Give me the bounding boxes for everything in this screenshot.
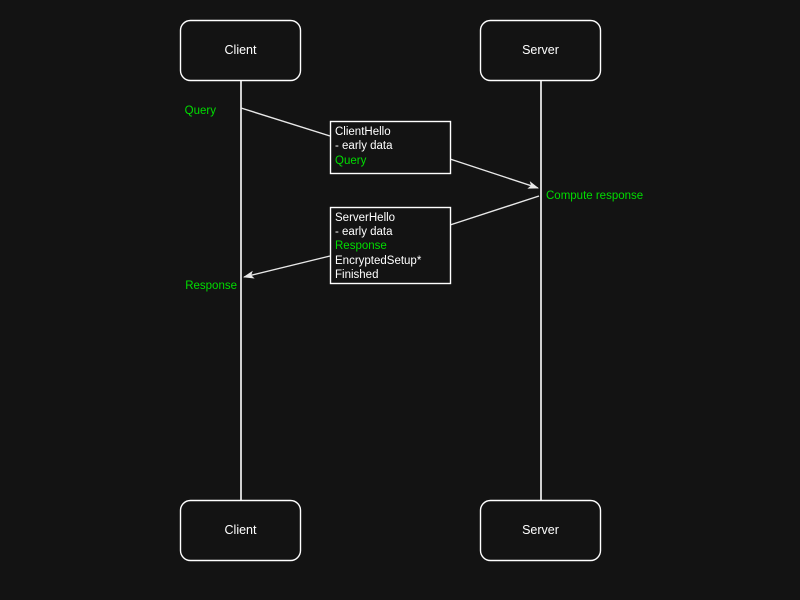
annotation-response-client: Response [185, 280, 237, 292]
message-line-text: - early data [335, 226, 393, 238]
actor-box-server-bottom[interactable] [479, 499, 602, 562]
message-line-text: ServerHello [335, 212, 395, 224]
message-box-server-hello[interactable] [329, 206, 452, 285]
message-line-text-accent: Query [335, 155, 367, 167]
actor-label-client-top: Client [225, 43, 257, 57]
message-line-client-hello-out [240, 107, 331, 137]
message-arrow-client-hello-in [449, 158, 539, 189]
annotation-compute-response: Compute response [546, 190, 643, 202]
actor-label-server-bottom: Server [522, 523, 559, 537]
actor-label-client-bottom: Client [225, 523, 257, 537]
actor-box-server-top[interactable] [479, 19, 602, 82]
actor-label-server-top: Server [522, 43, 559, 57]
message-box-client-hello[interactable] [329, 120, 452, 175]
message-line-text: ClientHello [335, 126, 391, 138]
message-line-text-accent: Response [335, 240, 387, 252]
message-line-text: - early data [335, 140, 393, 152]
message-line-server-hello-out [449, 195, 540, 226]
message-line-text: Finished [335, 269, 378, 281]
message-line-text: EncryptedSetup* [335, 255, 422, 267]
actor-box-client-top[interactable] [179, 19, 302, 82]
message-arrow-server-hello-in [243, 255, 331, 279]
annotation-query-client: Query [185, 105, 217, 117]
actor-box-client-bottom[interactable] [179, 499, 302, 562]
